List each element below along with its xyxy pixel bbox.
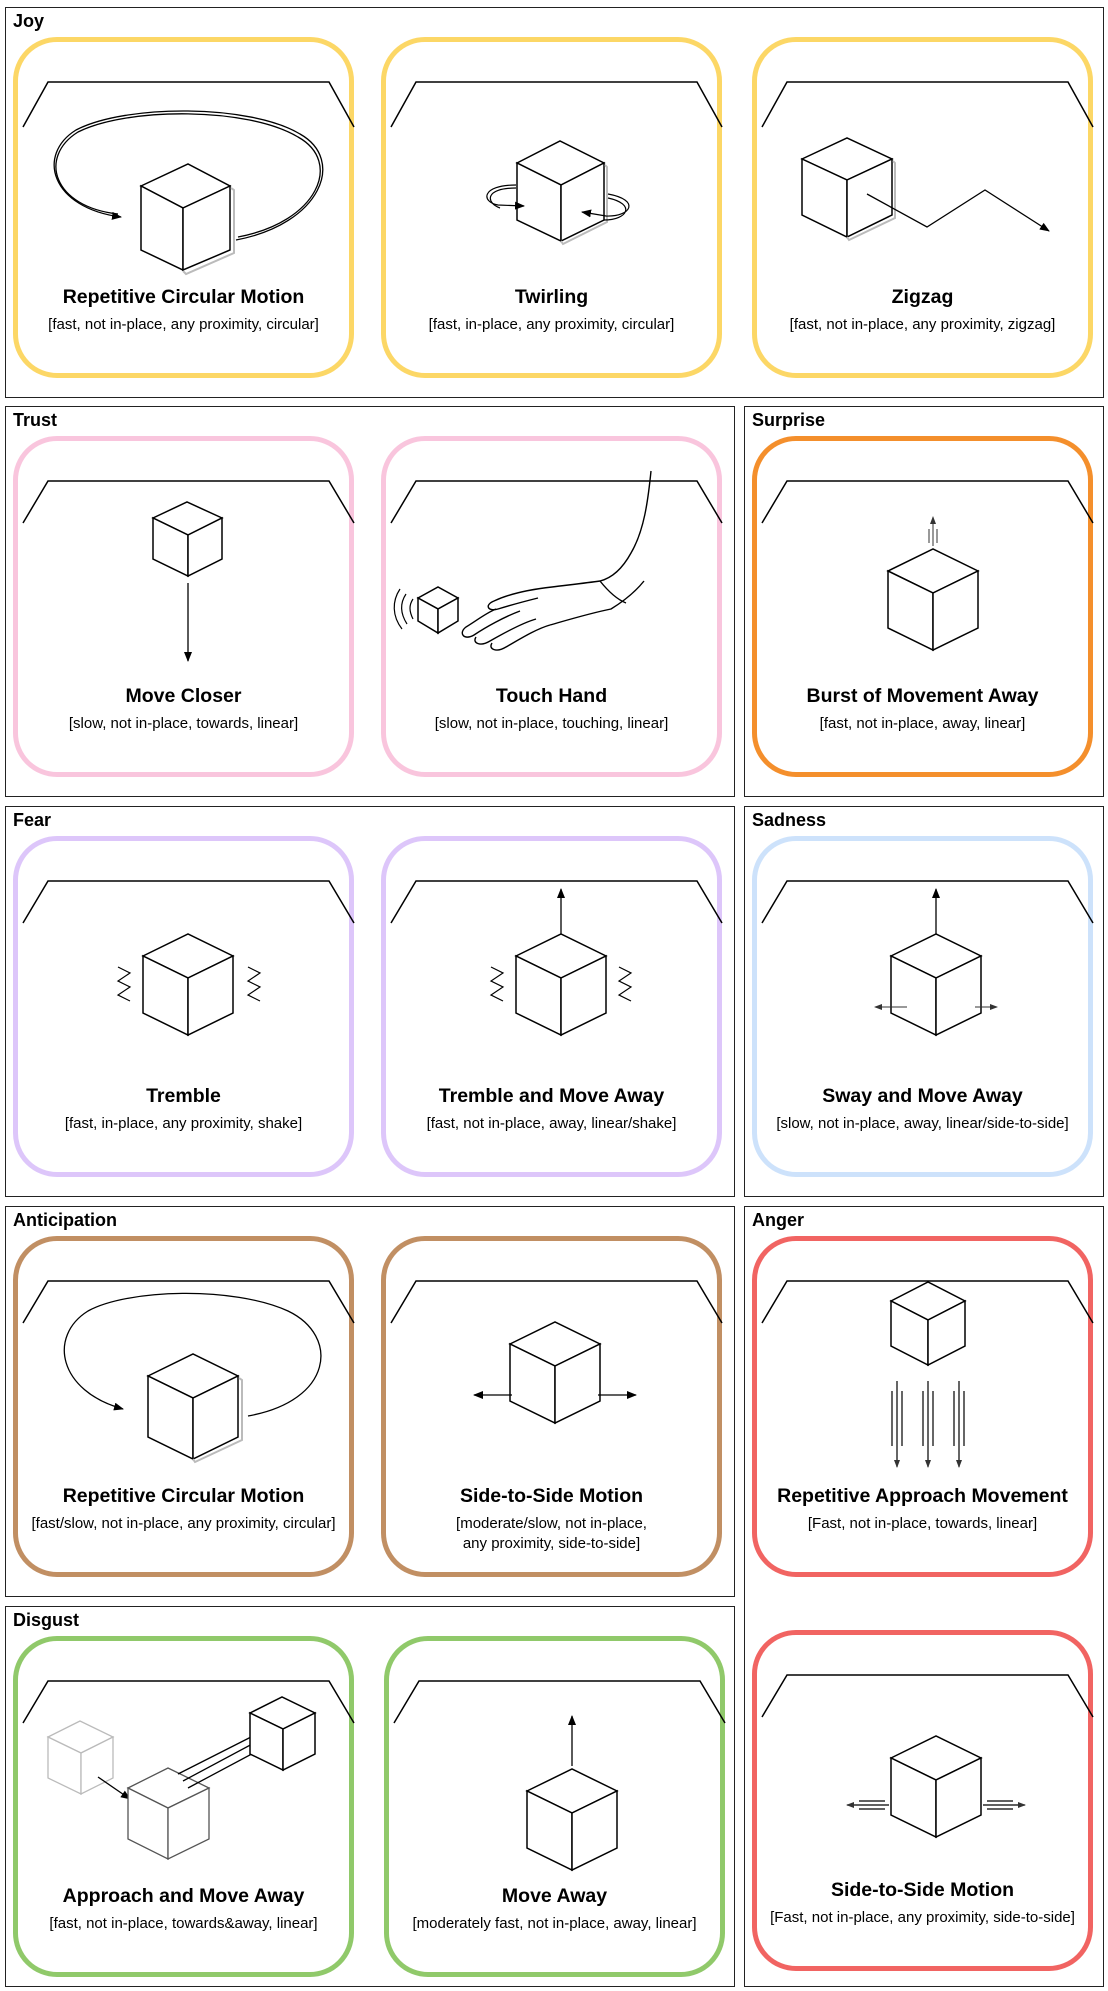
section-anger: Anger <box>744 1206 1104 1987</box>
card-anticipation-side: Side-to-Side Motion [moderate/slow, not … <box>381 1236 723 1577</box>
card-desc: [fast, in-place, any proximity, circular… <box>428 316 675 333</box>
repeat-approach-icon <box>889 1281 967 1468</box>
section-surprise: Surprise <box>744 406 1104 797</box>
move-closer-icon <box>151 501 224 662</box>
card-desc: [Fast, not in-place, any proximity, side… <box>770 1909 1075 1926</box>
card-disgust-approach-away: Approach and Move Away [fast, not in-pla… <box>13 1636 355 1977</box>
card-desc: [moderately fast, not in-place, away, li… <box>412 1915 697 1932</box>
section-title-fear: Fear <box>13 810 52 830</box>
card-title: Tremble and Move Away <box>438 1085 665 1107</box>
tremble-icon <box>116 933 262 1037</box>
card-title: Side-to-Side Motion <box>830 1879 1015 1901</box>
section-sadness: Sadness <box>744 806 1104 1197</box>
hand-icon <box>393 470 652 651</box>
section-title-disgust: Disgust <box>13 1610 80 1630</box>
side-to-side-icon <box>473 1321 637 1425</box>
move-away-icon <box>525 1715 619 1872</box>
card-desc: [slow, not in-place, towards, linear] <box>68 715 299 732</box>
circular-motion-icon <box>53 110 324 276</box>
card-desc: [Fast, not in-place, towards, linear] <box>807 1515 1038 1532</box>
section-title-sadness: Sadness <box>752 810 827 830</box>
section-title-anger: Anger <box>752 1210 805 1230</box>
card-title: Side-to-Side Motion <box>459 1485 644 1507</box>
card-desc: [fast, not in-place, any proximity, zigz… <box>789 316 1056 333</box>
card-trust-touch-hand: Touch Hand [slow, not in-place, touching… <box>381 436 723 777</box>
card-title: Tremble <box>146 1085 221 1107</box>
sway-away-icon <box>874 888 998 1037</box>
card-anticipation-circular: Repetitive Circular Motion [fast/slow, n… <box>13 1236 355 1577</box>
card-fear-tremble: Tremble [fast, in-place, any proximity, … <box>13 836 355 1177</box>
card-title: Twirling <box>514 286 589 308</box>
card-joy-twirling: Twirling [fast, in-place, any proximity,… <box>381 37 723 378</box>
card-trust-move-closer: Move Closer [slow, not in-place, towards… <box>13 436 355 777</box>
card-desc: [slow, not in-place, away, linear/side-t… <box>776 1115 1069 1132</box>
card-title: Move Closer <box>125 685 242 707</box>
card-desc: [moderate/slow, not in-place, any proxim… <box>456 1515 647 1552</box>
section-anticipation: Anticipation <box>5 1206 735 1597</box>
card-title: Zigzag <box>891 286 954 308</box>
card-desc: [fast, not in-place, towards&away, linea… <box>49 1915 318 1932</box>
section-trust: Trust <box>5 406 735 797</box>
card-desc: [fast, in-place, any proximity, shake] <box>64 1115 303 1132</box>
card-title: Move Away <box>501 1885 608 1907</box>
card-surprise-burst: Burst of Movement Away [fast, not in-pla… <box>752 436 1094 777</box>
card-anger-side: Side-to-Side Motion [Fast, not in-place,… <box>752 1630 1094 1971</box>
card-disgust-move-away: Move Away [moderately fast, not in-place… <box>384 1636 726 1977</box>
card-title: Repetitive Circular Motion <box>62 1485 305 1507</box>
twirl-icon <box>486 140 630 246</box>
card-title: Approach and Move Away <box>62 1885 305 1907</box>
burst-away-icon <box>886 516 980 652</box>
card-joy-zigzag: Zigzag [fast, not in-place, any proximit… <box>752 37 1094 378</box>
section-disgust: Disgust <box>5 1606 735 1987</box>
card-fear-tremble-away: Tremble and Move Away [fast, not in-plac… <box>381 836 723 1177</box>
card-desc: [fast/slow, not in-place, any proximity,… <box>31 1515 336 1532</box>
side-to-side-fast-icon <box>846 1735 1026 1839</box>
card-title: Touch Hand <box>495 685 608 707</box>
section-fear: Fear <box>5 806 735 1197</box>
section-title-trust: Trust <box>13 410 58 430</box>
section-joy: Joy <box>5 7 1104 398</box>
card-desc: [fast, not in-place, away, linear/shake] <box>426 1115 677 1132</box>
card-title: Repetitive Circular Motion <box>62 286 305 308</box>
card-desc: [fast, not in-place, away, linear] <box>819 715 1026 732</box>
section-title-surprise: Surprise <box>752 410 826 430</box>
section-title-joy: Joy <box>13 11 45 31</box>
card-joy-circular: Repetitive Circular Motion [fast, not in… <box>13 37 355 378</box>
card-title: Sway and Move Away <box>822 1085 1023 1107</box>
card-desc: [fast, not in-place, any proximity, circ… <box>48 316 319 333</box>
card-title: Repetitive Approach Movement <box>777 1485 1068 1507</box>
card-sadness-sway: Sway and Move Away [slow, not in-place, … <box>752 836 1094 1177</box>
card-desc: [slow, not in-place, touching, linear] <box>434 715 669 732</box>
zigzag-icon <box>800 137 1050 242</box>
section-title-anticipation: Anticipation <box>13 1210 117 1230</box>
card-anger-approach: Repetitive Approach Movement [Fast, not … <box>752 1236 1094 1577</box>
card-title: Burst of Movement Away <box>806 685 1039 707</box>
tremble-away-icon <box>489 888 633 1037</box>
circular-motion-icon <box>63 1292 322 1464</box>
approach-away-icon <box>46 1696 317 1861</box>
